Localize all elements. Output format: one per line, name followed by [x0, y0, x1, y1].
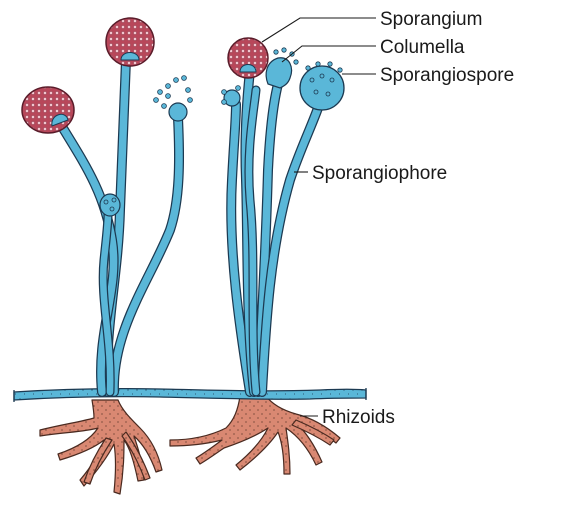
label-rhizoids: Rhizoids: [322, 407, 395, 428]
sporangium-right: [228, 38, 268, 78]
columella-left-burst: [154, 76, 193, 121]
sporangiophores-left: [58, 60, 179, 392]
sporangiospore-head: [300, 62, 344, 110]
rhizoids-right: [170, 396, 340, 474]
columella-right: [266, 48, 298, 88]
leader-sporangium: [262, 18, 376, 42]
sporangium-left-low: [22, 87, 74, 133]
rhizoids-left: [40, 400, 162, 494]
sporangiophores-right: [231, 70, 318, 392]
stolon: [14, 388, 366, 402]
columella-right-small: [222, 86, 241, 106]
young-sporangium-left: [100, 194, 120, 216]
sporangium-left-high: [106, 18, 154, 66]
label-sporangium: Sporangium: [380, 9, 482, 30]
label-sporangiophore: Sporangiophore: [312, 163, 447, 184]
label-sporangiospore: Sporangiospore: [380, 65, 514, 86]
label-columella: Columella: [380, 37, 465, 58]
